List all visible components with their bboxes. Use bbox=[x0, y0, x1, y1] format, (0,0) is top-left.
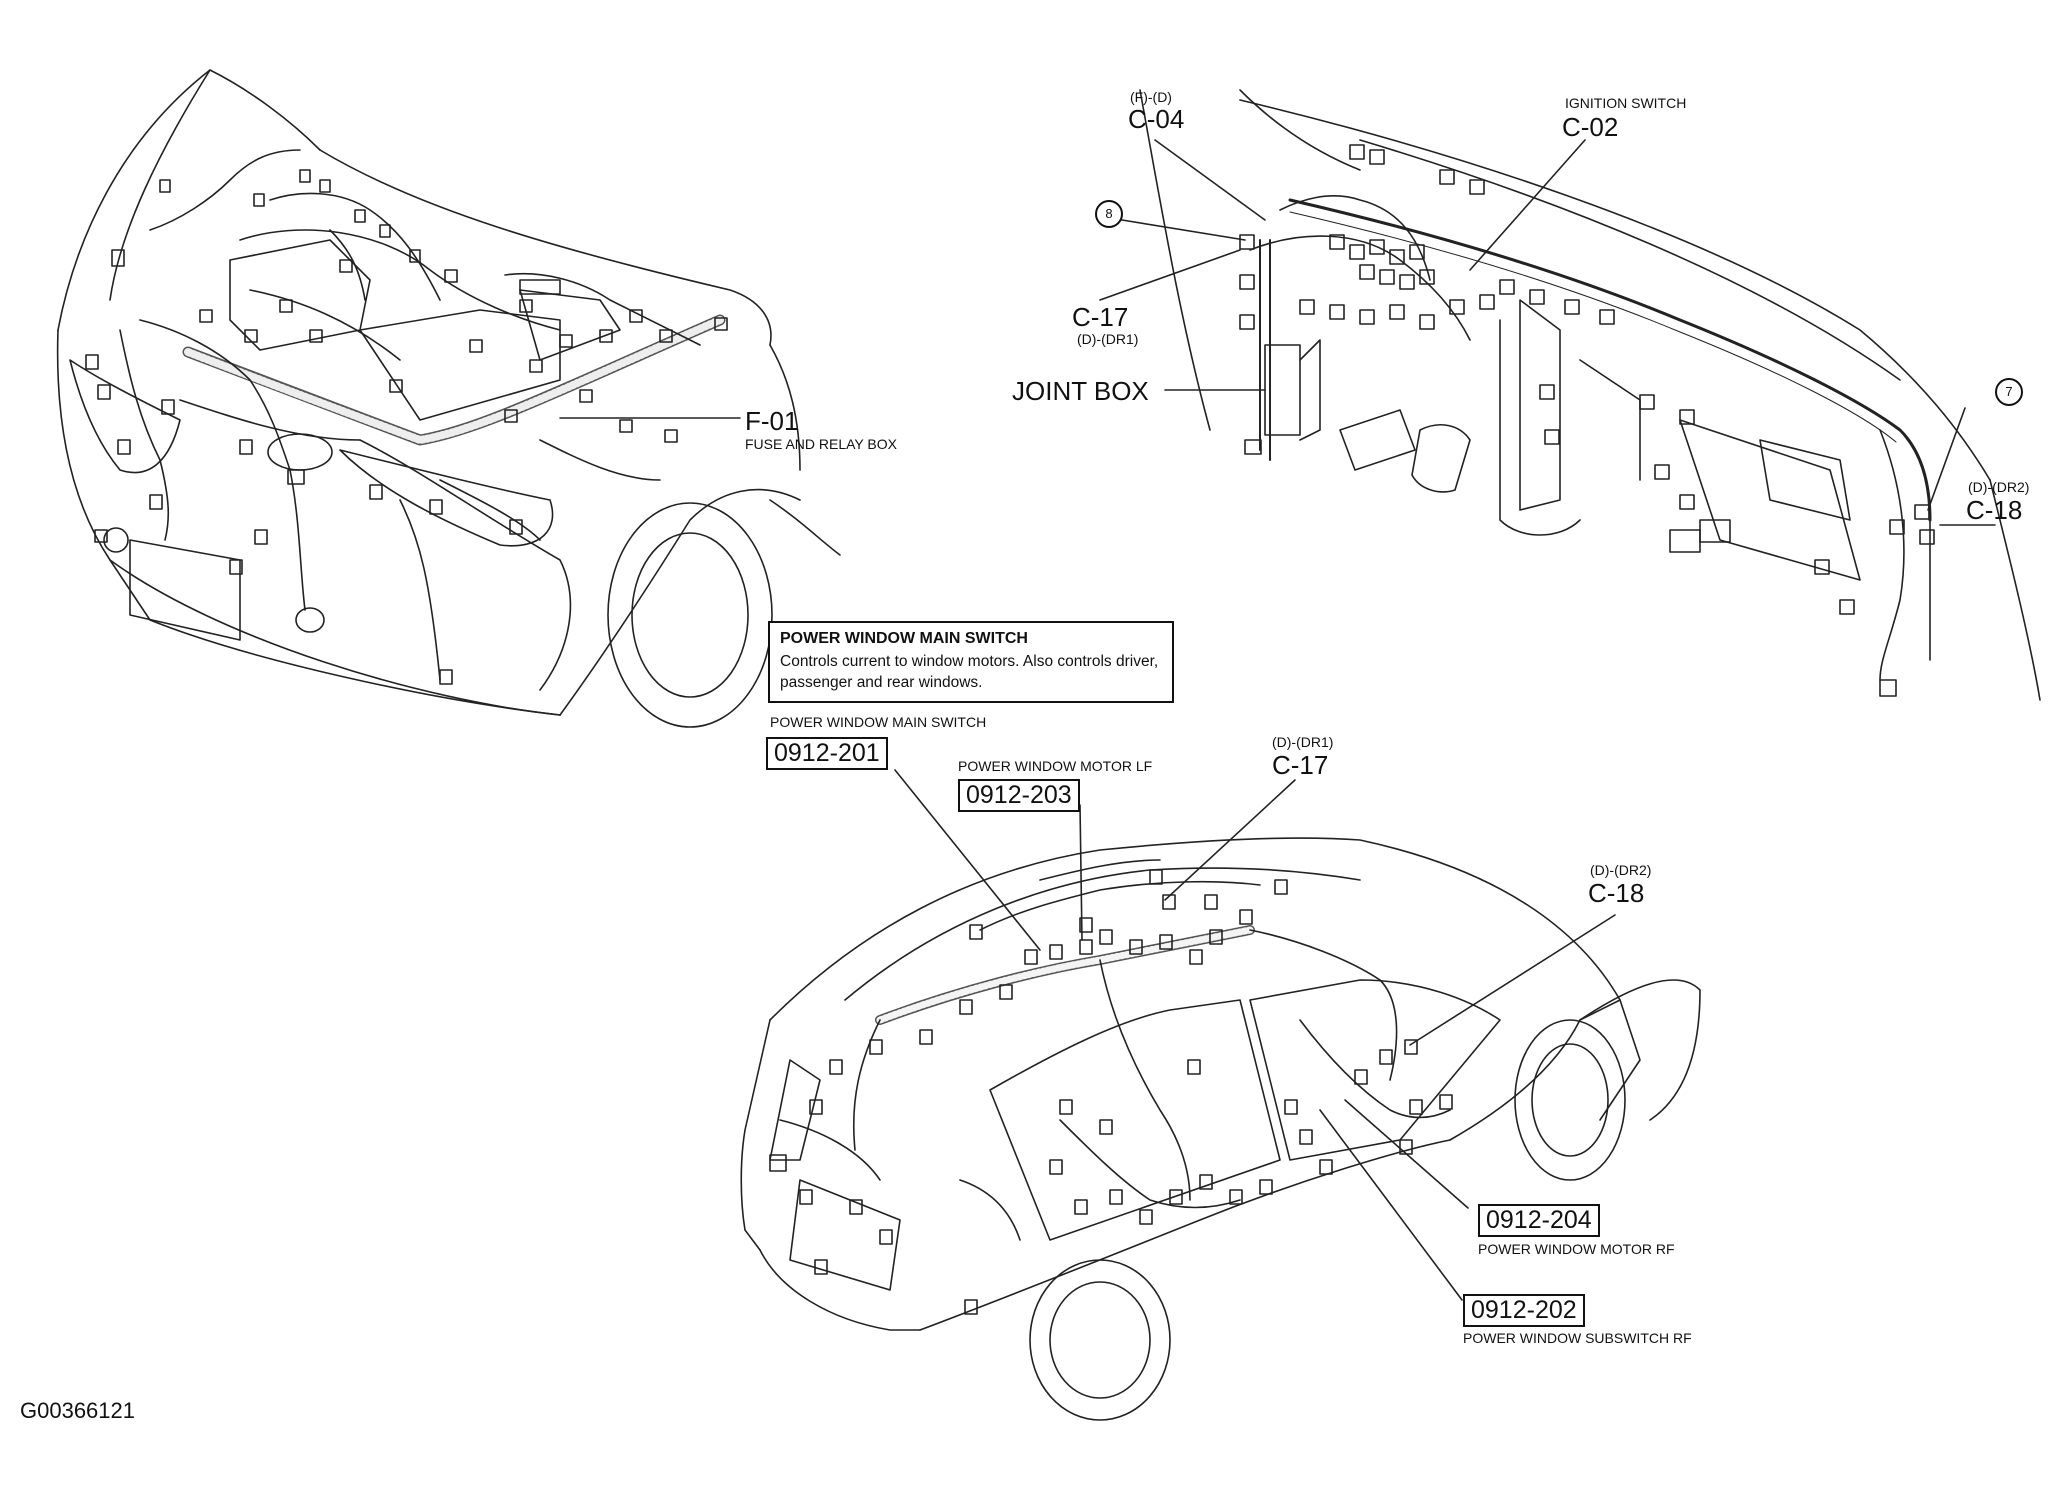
motor-lf-name: POWER WINDOW MOTOR LF bbox=[958, 758, 1153, 774]
c17-code: C-17 bbox=[1072, 302, 1129, 332]
reference-8-marker: 8 bbox=[1095, 200, 1123, 228]
motor-rf-code: 0912-204 bbox=[1478, 1204, 1600, 1237]
joint-box-label: JOINT BOX bbox=[1012, 376, 1149, 406]
c04-code: C-04 bbox=[1128, 104, 1185, 134]
c17-position: (D)-(DR1) bbox=[1077, 331, 1139, 347]
f01-name: FUSE AND RELAY BOX bbox=[745, 436, 897, 452]
rear-c17-position: (D)-(DR1) bbox=[1272, 734, 1334, 750]
front-car-illustration bbox=[56, 69, 841, 728]
main-switch-name: POWER WINDOW MAIN SWITCH bbox=[770, 714, 987, 730]
dashboard-illustration bbox=[1099, 89, 2041, 701]
subswitch-rf-name: POWER WINDOW SUBSWITCH RF bbox=[1463, 1330, 1692, 1346]
motor-rf-name: POWER WINDOW MOTOR RF bbox=[1478, 1241, 1675, 1257]
subswitch-rf-code: 0912-202 bbox=[1463, 1294, 1585, 1327]
c04-position: (F)-(D) bbox=[1130, 89, 1172, 105]
rear-c18-position: (D)-(DR2) bbox=[1590, 862, 1652, 878]
ignition-switch-name: IGNITION SWITCH bbox=[1565, 95, 1687, 111]
c18-code: C-18 bbox=[1966, 495, 2023, 525]
reference-7-marker: 7 bbox=[1995, 378, 2023, 406]
rear-car-illustration bbox=[740, 769, 1701, 1421]
component-description-callout: POWER WINDOW MAIN SWITCH Controls curren… bbox=[768, 621, 1174, 703]
rear-c18-code: C-18 bbox=[1588, 878, 1645, 908]
motor-lf-code: 0912-203 bbox=[958, 779, 1080, 812]
c18-position: (D)-(DR2) bbox=[1968, 479, 2030, 495]
c02-code: C-02 bbox=[1562, 112, 1619, 142]
callout-body: Controls current to window motors. Also … bbox=[780, 653, 1159, 691]
callout-title: POWER WINDOW MAIN SWITCH bbox=[780, 630, 1028, 647]
rear-c17-code: C-17 bbox=[1272, 750, 1329, 780]
main-switch-code: 0912-201 bbox=[766, 737, 888, 770]
figure-id: G00366121 bbox=[20, 1398, 135, 1423]
f01-code: F-01 bbox=[745, 406, 799, 436]
